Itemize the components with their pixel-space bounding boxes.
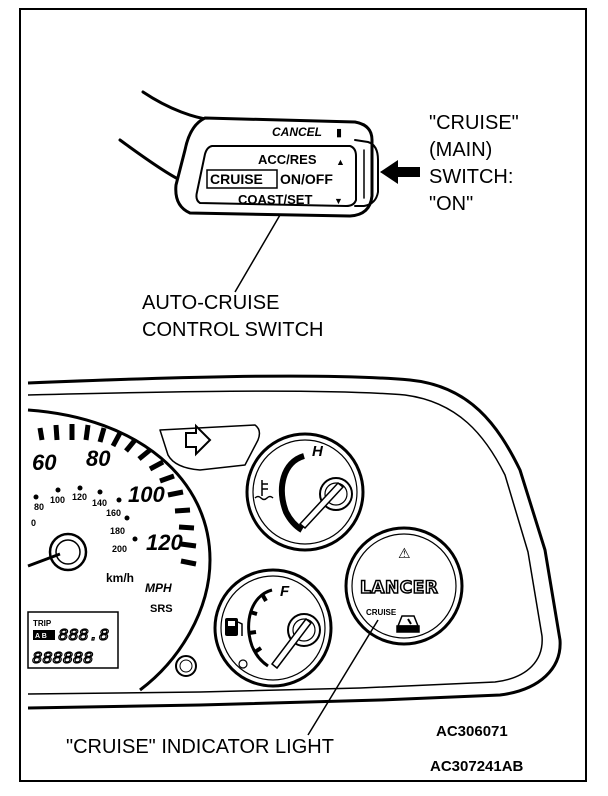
speed-mph-80: 80: [86, 446, 111, 471]
cruise-lamp-label: CRUISE: [366, 608, 397, 617]
auto-cruise-leader-line: [234, 214, 281, 293]
temp-hot-label: H: [312, 443, 324, 460]
stalk-cruise-label: CRUISE: [210, 171, 263, 187]
speed-kmh-80: 80: [34, 502, 44, 512]
seatbelt-warning-icon: ⚠: [398, 546, 411, 562]
cruise-control-stalk: [118, 90, 379, 218]
main-switch-line-3: SWITCH:: [429, 166, 514, 188]
speed-kmh-100: 100: [50, 495, 65, 505]
odometer-digits: 888888: [32, 650, 93, 669]
brand-label: LANCER: [360, 578, 438, 598]
speed-kmh-200: 200: [112, 544, 127, 554]
fuel-pump-icon: [225, 618, 243, 636]
speedometer-needle: [27, 552, 61, 568]
odometer-lcd: [27, 611, 119, 669]
auto-cruise-callout: AUTO-CRUISE CONTROL SWITCH: [142, 290, 323, 344]
trip-label: TRIP: [33, 619, 52, 628]
main-switch-arrow-icon: [380, 160, 420, 184]
trip-ab-label: A B: [35, 633, 47, 640]
stalk-up-arrow-icon: ▲: [336, 157, 345, 167]
speed-kmh-160: 160: [106, 508, 121, 518]
main-switch-callout: "CRUISE" (MAIN) SWITCH: "ON": [429, 110, 519, 218]
indicator-leader-line: [307, 619, 379, 736]
speed-mph-60: 60: [32, 450, 57, 475]
stalk-coast-set-label: COAST/SET: [238, 192, 312, 207]
fuel-gauge: [213, 568, 333, 688]
figure-code-outer: AC307241AB: [430, 758, 524, 775]
warning-light-panel: [344, 526, 464, 646]
mph-unit-label: MPH: [145, 581, 172, 595]
stalk-cancel-arrow-icon: ▮: [336, 127, 342, 139]
kmh-unit-label: km/h: [106, 571, 134, 585]
speed-kmh-120: 120: [72, 492, 87, 502]
door-ajar-icon: [396, 615, 420, 633]
fuel-small-indicator: [238, 659, 248, 669]
turn-signal-arrow-icon: [185, 423, 212, 457]
auto-cruise-line-2: CONTROL SWITCH: [142, 319, 324, 341]
figure-code-inner: AC306071: [436, 723, 508, 740]
speedometer-ticks: [37, 424, 197, 567]
speed-kmh-140: 140: [92, 498, 107, 508]
auto-cruise-line-1: AUTO-CRUISE: [142, 292, 280, 314]
temperature-gauge: [245, 432, 365, 552]
indicator-light-callout: "CRUISE" INDICATOR LIGHT: [66, 736, 334, 758]
speed-mph-120: 120: [146, 530, 183, 555]
stalk-cancel-label: CANCEL: [272, 125, 322, 139]
stalk-acc-res-label: ACC/RES: [258, 152, 317, 167]
main-switch-line-2: (MAIN): [429, 139, 493, 161]
stalk-down-arrow-icon: ▼: [334, 196, 343, 206]
speed-mph-100: 100: [128, 482, 165, 507]
speed-kmh-dots: [33, 485, 138, 542]
stalk-on-off-label: ON/OFF: [280, 171, 333, 187]
figure-frame: [19, 8, 587, 782]
fuel-full-label: F: [280, 583, 290, 600]
main-switch-line-1: "CRUISE": [429, 112, 519, 134]
main-switch-line-4: "ON": [429, 193, 474, 215]
speed-kmh-180: 180: [110, 526, 125, 536]
trip-digits: 888.8: [58, 627, 109, 646]
srs-label: SRS: [150, 603, 173, 615]
instrument-cluster: [27, 374, 562, 710]
trip-reset-knob: [175, 655, 197, 677]
stalk-cruise-box: [206, 169, 278, 189]
speed-zero-label: 0: [31, 518, 36, 528]
coolant-temp-icon: [254, 480, 274, 501]
